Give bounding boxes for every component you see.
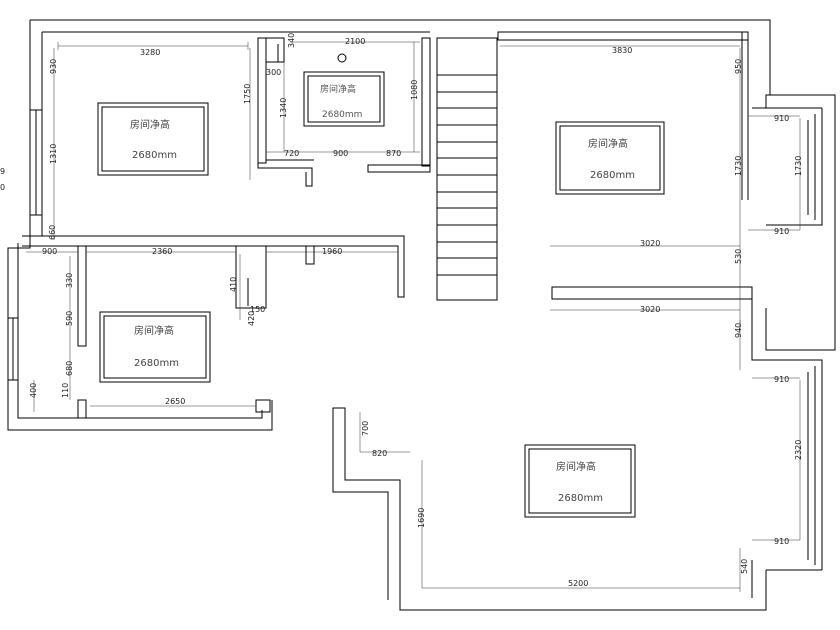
- dim-940: 940: [734, 323, 743, 338]
- dim-660: 660: [48, 225, 57, 240]
- room-3-label: 房间净高: [588, 137, 628, 150]
- dim-400: 400: [29, 383, 38, 398]
- dim-3830: 3830: [612, 46, 632, 55]
- dim-3020-a: 3020: [640, 239, 660, 248]
- edge-mark-bottom: 0: [0, 183, 5, 192]
- dim-2360: 2360: [152, 247, 172, 256]
- dim-2320: 2320: [794, 440, 803, 460]
- dim-3020-b: 3020: [640, 305, 660, 314]
- staircase: [436, 37, 498, 301]
- dim-700: 700: [361, 421, 370, 436]
- dim-1340: 1340: [279, 98, 288, 118]
- edge-mark-top: 9: [0, 167, 5, 176]
- dim-1960: 1960: [322, 247, 342, 256]
- dim-720: 720: [284, 149, 299, 158]
- room-2-label: 房间净高: [320, 83, 356, 95]
- dim-950: 950: [734, 59, 743, 74]
- dim-930: 930: [49, 59, 58, 74]
- dim-1730-b: 1730: [794, 156, 803, 176]
- room-1-height: 2680mm: [132, 150, 177, 161]
- room-4-height: 2680mm: [134, 358, 179, 369]
- dim-530: 530: [734, 249, 743, 264]
- lower-left-walls: [77, 245, 271, 419]
- room-5-label: 房间净高: [556, 460, 596, 473]
- dim-680: 680: [65, 361, 74, 376]
- dim-2650: 2650: [165, 397, 185, 406]
- dim-340: 340: [287, 33, 296, 48]
- outer-wall-top-left: [7, 19, 771, 431]
- dim-910-b: 910: [774, 227, 789, 236]
- dim-910-c: 910: [774, 375, 789, 384]
- dim-5200: 5200: [568, 579, 588, 588]
- dim-540: 540: [740, 559, 749, 574]
- room-box-1: [97, 102, 209, 176]
- dim-2100: 2100: [345, 37, 365, 46]
- dim-1730-a: 1730: [734, 156, 743, 176]
- dim-110: 110: [61, 383, 70, 398]
- dim-150: 150: [250, 305, 265, 314]
- dimension-texts: 3280 2100 3830 340 300 1750 1340 1080 72…: [0, 33, 803, 588]
- room-5-height: 2680mm: [558, 493, 603, 504]
- dim-420: 420: [247, 311, 256, 326]
- room-2-height: 2680mm: [322, 110, 362, 120]
- dim-3280: 3280: [140, 48, 160, 57]
- room-1-label: 房间净高: [130, 118, 170, 131]
- dim-1750: 1750: [243, 84, 252, 104]
- dim-900-b: 900: [42, 247, 57, 256]
- dim-330: 330: [65, 273, 74, 288]
- dim-910-d: 910: [774, 537, 789, 546]
- left-window-lower: [7, 317, 19, 381]
- room-box-5: [524, 444, 636, 518]
- dimension-lines: [26, 41, 801, 592]
- bathroom-walls: [257, 37, 431, 187]
- room-box-2: [303, 71, 385, 127]
- dim-410: 410: [229, 277, 238, 292]
- right-walls: [332, 32, 836, 611]
- dim-1690: 1690: [417, 508, 426, 528]
- dim-590: 590: [65, 311, 74, 326]
- left-window-upper: [29, 109, 43, 216]
- room-box-3: [555, 121, 665, 195]
- room-labels: 房间净高 2680mm 房间净高 2680mm 房间净高 2680mm 房间净高…: [130, 83, 635, 504]
- dim-820: 820: [372, 449, 387, 458]
- dim-1310: 1310: [49, 144, 58, 164]
- middle-wall: [22, 235, 405, 309]
- dim-870: 870: [386, 149, 401, 158]
- dim-1080: 1080: [410, 80, 419, 100]
- dim-910-a: 910: [774, 114, 789, 123]
- dim-900: 900: [333, 149, 348, 158]
- dim-300: 300: [266, 68, 281, 77]
- room-box-4: [99, 311, 211, 383]
- room-3-height: 2680mm: [590, 170, 635, 181]
- room-4-label: 房间净高: [134, 324, 174, 337]
